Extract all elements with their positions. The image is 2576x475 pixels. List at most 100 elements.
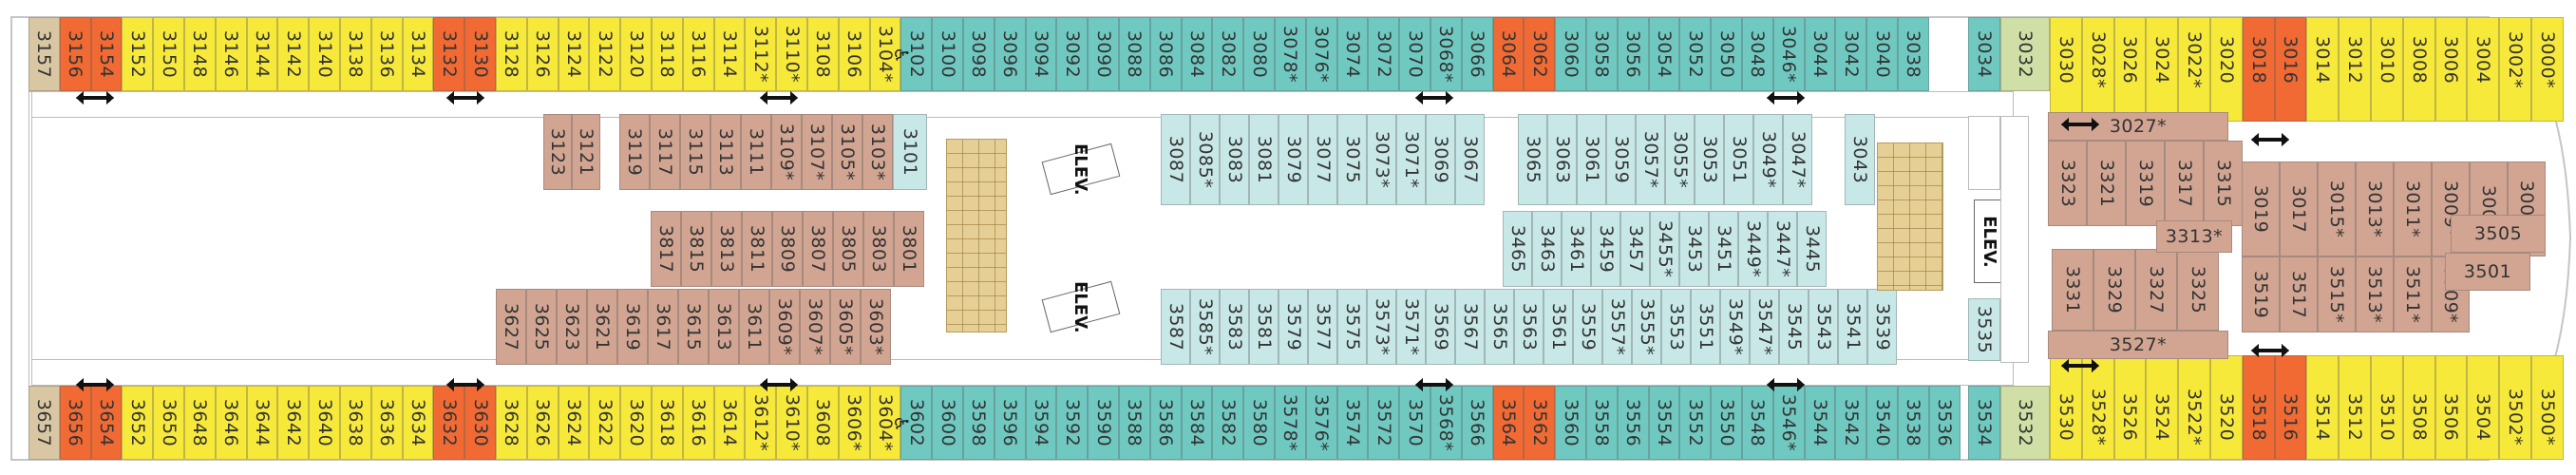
cabin-3642[interactable]: 3642 <box>277 386 310 460</box>
cabin-3012[interactable]: 3012 <box>2339 17 2371 122</box>
cabin-3514[interactable]: 3514 <box>2306 355 2339 460</box>
cabin-3463[interactable]: 3463 <box>1532 211 1562 287</box>
cabin-3510[interactable]: 3510 <box>2371 355 2403 460</box>
cabin-3564[interactable]: 3564 <box>1492 386 1525 460</box>
cabin-3079[interactable]: 3079 <box>1279 114 1308 205</box>
cabin-3627[interactable]: 3627 <box>496 289 526 365</box>
cabin-3098[interactable]: 3098 <box>963 17 994 91</box>
cabin-3082[interactable]: 3082 <box>1212 17 1244 91</box>
cabin-3519[interactable]: 3519 <box>2242 256 2280 332</box>
cabin-3539[interactable]: 3539 <box>1867 289 1897 365</box>
cabin-3553[interactable]: 3553 <box>1661 289 1691 365</box>
cabin-3090[interactable]: 3090 <box>1088 17 1119 91</box>
cabin-3094[interactable]: 3094 <box>1025 17 1057 91</box>
cabin-3156[interactable]: 3156 <box>59 17 91 91</box>
cabin-3063[interactable]: 3063 <box>1547 114 1577 205</box>
cabin-3581[interactable]: 3581 <box>1249 289 1279 365</box>
cabin-3142[interactable]: 3142 <box>277 17 310 91</box>
cabin-3113[interactable]: 3113 <box>710 114 741 190</box>
cabin-3559[interactable]: 3559 <box>1573 289 1602 365</box>
cabin-3579[interactable]: 3579 <box>1279 289 1308 365</box>
cabin-3321[interactable]: 3321 <box>2087 141 2126 226</box>
cabin-3052[interactable]: 3052 <box>1679 17 1712 91</box>
cabin-3445[interactable]: 3445 <box>1797 211 1827 287</box>
cabin-3313[interactable]: 3313* <box>2156 220 2232 253</box>
cabin-3315[interactable]: 3315 <box>2204 141 2243 226</box>
cabin-3050[interactable]: 3050 <box>1711 17 1742 91</box>
cabin-3508[interactable]: 3508 <box>2402 355 2435 460</box>
cabin-3323[interactable]: 3323 <box>2048 141 2087 226</box>
cabin-3059[interactable]: 3059 <box>1606 114 1636 205</box>
cabin-3532[interactable]: 3532 <box>2000 386 2050 460</box>
cabin-3582[interactable]: 3582 <box>1212 386 1244 460</box>
cabin-3055[interactable]: 3055* <box>1665 114 1695 205</box>
cabin-3588[interactable]: 3588 <box>1119 386 1150 460</box>
cabin-3056[interactable]: 3056 <box>1617 17 1649 91</box>
cabin-3085[interactable]: 3085* <box>1190 114 1220 205</box>
cabin-3505[interactable]: 3505 <box>2451 215 2546 253</box>
cabin-3527[interactable]: 3527* <box>2048 331 2228 359</box>
cabin-3120[interactable]: 3120 <box>620 17 652 91</box>
cabin-3008[interactable]: 3008 <box>2402 17 2435 122</box>
cabin-3560[interactable]: 3560 <box>1555 386 1586 460</box>
cabin-3656[interactable]: 3656 <box>59 386 91 460</box>
cabin-3053[interactable]: 3053 <box>1695 114 1724 205</box>
cabin-3459[interactable]: 3459 <box>1591 211 1620 287</box>
cabin-3020[interactable]: 3020 <box>2210 17 2243 122</box>
cabin-3062[interactable]: 3062 <box>1524 17 1556 91</box>
cabin-3038[interactable]: 3038 <box>1898 17 1929 91</box>
cabin-3040[interactable]: 3040 <box>1866 17 1898 91</box>
cabin-3138[interactable]: 3138 <box>340 17 371 91</box>
cabin-3078[interactable]: 3078* <box>1275 17 1306 91</box>
cabin-3136[interactable]: 3136 <box>370 17 403 91</box>
cabin-3557[interactable]: 3557* <box>1602 289 1632 365</box>
cabin-3070[interactable]: 3070 <box>1399 17 1430 91</box>
cabin-3019[interactable]: 3019 <box>2242 162 2280 256</box>
cabin-3563[interactable]: 3563 <box>1514 289 1544 365</box>
cabin-3606[interactable]: 3606* <box>838 386 870 460</box>
cabin-3554[interactable]: 3554 <box>1648 386 1680 460</box>
cabin-3067[interactable]: 3067 <box>1455 114 1485 205</box>
cabin-3520[interactable]: 3520 <box>2210 355 2243 460</box>
cabin-3546[interactable]: 3546* <box>1772 386 1805 460</box>
cabin-3028[interactable]: 3028* <box>2081 17 2114 122</box>
cabin-3000[interactable]: 3000* <box>2531 17 2564 122</box>
cabin-3536[interactable]: 3536 <box>1928 386 1960 460</box>
cabin-3609[interactable]: 3609* <box>769 289 800 365</box>
cabin-3603[interactable]: 3603* <box>861 289 891 365</box>
cabin-3572[interactable]: 3572 <box>1368 386 1400 460</box>
cabin-3124[interactable]: 3124 <box>558 17 590 91</box>
cabin-3115[interactable]: 3115 <box>680 114 710 190</box>
cabin-3811[interactable]: 3811 <box>742 211 772 287</box>
cabin-3130[interactable]: 3130 <box>464 17 496 91</box>
cabin-3022[interactable]: 3022* <box>2178 17 2210 122</box>
cabin-3111[interactable]: 3111 <box>741 114 771 190</box>
cabin-3616[interactable]: 3616 <box>682 386 714 460</box>
cabin-3046[interactable]: 3046* <box>1772 17 1805 91</box>
cabin-3042[interactable]: 3042 <box>1835 17 1867 91</box>
cabin-3087[interactable]: 3087 <box>1161 114 1190 205</box>
cabin-3605[interactable]: 3605* <box>830 289 861 365</box>
cabin-3132[interactable]: 3132 <box>433 17 465 91</box>
cabin-3317[interactable]: 3317 <box>2165 141 2204 226</box>
cabin-3511[interactable]: 3511* <box>2394 256 2432 332</box>
cabin-3086[interactable]: 3086 <box>1149 17 1182 91</box>
cabin-3121[interactable]: 3121 <box>572 114 600 190</box>
cabin-3801[interactable]: 3801 <box>894 211 924 287</box>
cabin-3632[interactable]: 3632 <box>433 386 465 460</box>
cabin-3592[interactable]: 3592 <box>1056 386 1089 460</box>
cabin-3501[interactable]: 3501 <box>2445 253 2530 291</box>
cabin-3047[interactable]: 3047* <box>1783 114 1812 205</box>
cabin-3144[interactable]: 3144 <box>246 17 278 91</box>
cabin-3061[interactable]: 3061 <box>1577 114 1606 205</box>
cabin-3108[interactable]: 3108 <box>807 17 839 91</box>
cabin-3586[interactable]: 3586 <box>1149 386 1182 460</box>
cabin-3580[interactable]: 3580 <box>1243 386 1275 460</box>
cabin-3068[interactable]: 3068* <box>1430 17 1462 91</box>
cabin-3512[interactable]: 3512 <box>2339 355 2371 460</box>
cabin-3638[interactable]: 3638 <box>340 386 371 460</box>
cabin-3607[interactable]: 3607* <box>800 289 830 365</box>
cabin-3576[interactable]: 3576* <box>1305 386 1337 460</box>
cabin-3646[interactable]: 3646 <box>215 386 247 460</box>
cabin-3620[interactable]: 3620 <box>620 386 652 460</box>
